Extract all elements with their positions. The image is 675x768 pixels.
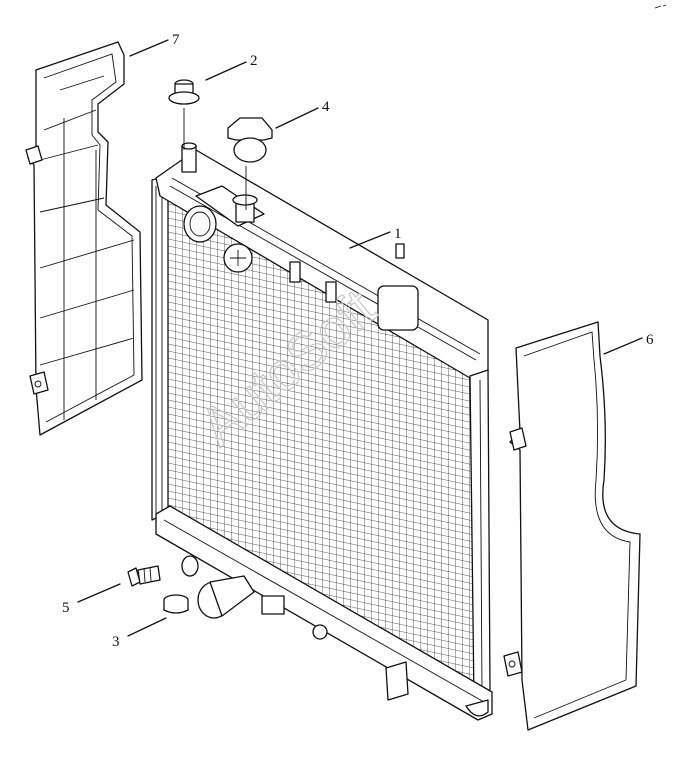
right-air-guide-part (503, 321, 641, 731)
callout-6: 6 (603, 332, 654, 355)
filler-neck-cap-part (168, 79, 200, 150)
callout-label-1: 1 (394, 226, 402, 242)
callout-label-2: 2 (250, 53, 258, 69)
callout-7: 7 (129, 32, 180, 57)
callout-3: 3 (112, 617, 167, 650)
left-air-guide-part (25, 41, 143, 436)
callout-1: 1 (349, 226, 402, 249)
drain-cock-part (127, 565, 161, 587)
radiator-core-part (151, 142, 493, 721)
callout-2: 2 (205, 53, 258, 81)
callout-label-3: 3 (112, 634, 120, 650)
callout-5: 5 (62, 583, 121, 616)
callout-label-6: 6 (646, 332, 654, 348)
drain-grommet-part (163, 594, 189, 614)
callout-label-4: 4 (322, 99, 330, 115)
radiator-cap-part (227, 117, 273, 210)
callout-4: 4 (275, 99, 330, 129)
corner-mark (654, 4, 667, 9)
callout-label-5: 5 (62, 600, 70, 616)
callout-label-7: 7 (172, 32, 180, 48)
